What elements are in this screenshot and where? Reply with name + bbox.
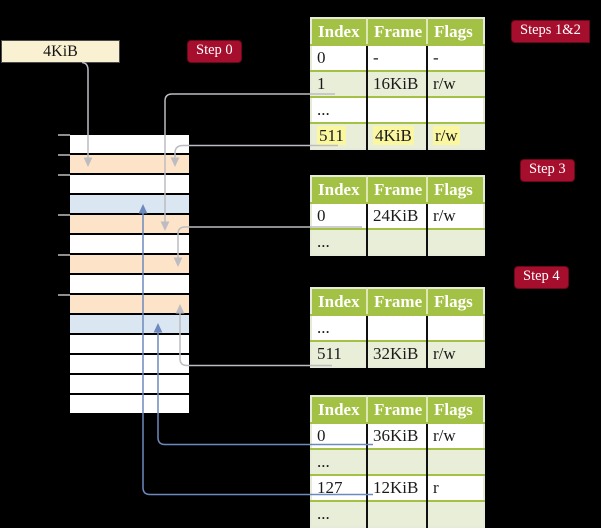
table-cell: ... (311, 314, 368, 341)
column-header-flags: Flags (427, 288, 484, 316)
boundary-tick (58, 254, 70, 256)
table-cell: 0 (311, 44, 368, 71)
table-cell: 32KiB (367, 340, 428, 367)
memory-frame-row (70, 275, 189, 293)
memory-frame-row (70, 175, 189, 193)
table-cell (427, 96, 484, 123)
memory-frame-row (70, 195, 189, 213)
table-cell: 511 (311, 122, 368, 149)
memory-frame-row (70, 375, 189, 393)
memory-frame-row (70, 135, 189, 153)
column-header-index: Index (311, 396, 368, 424)
table-cell: r/w (427, 422, 484, 449)
table-cell (427, 314, 484, 341)
table-row: ... (311, 500, 484, 527)
column-header-flags: Flags (427, 396, 484, 424)
table-cell: 127 (311, 474, 368, 501)
highlighted-value: 511 (317, 126, 346, 145)
column-header-index: Index (311, 176, 368, 204)
memory-frame-row (70, 395, 189, 413)
table-cell: ... (311, 228, 368, 255)
step0-label: Step 0 (187, 40, 242, 63)
column-header-frame: Frame (367, 288, 428, 316)
table-cell (367, 228, 428, 255)
table-cell: r/w (427, 202, 484, 229)
column-header-frame: Frame (367, 176, 428, 204)
table-cell (367, 96, 428, 123)
table-cell: r/w (427, 70, 484, 97)
column-header-index: Index (311, 288, 368, 316)
column-header-index: Index (311, 18, 368, 46)
table-cell (427, 228, 484, 255)
table-cell: 12KiB (367, 474, 428, 501)
table-cell: - (367, 44, 428, 71)
table-cell: ... (311, 500, 368, 527)
column-header-frame: Frame (367, 396, 428, 424)
boundary-tick (58, 294, 70, 296)
table-cell: 0 (311, 422, 368, 449)
page-size-label: 4KiB (43, 42, 78, 60)
table-cell (427, 448, 484, 475)
boundary-tick (58, 134, 70, 136)
table-cell (427, 500, 484, 527)
boundary-tick (58, 214, 70, 216)
highlighted-value: r/w (433, 126, 460, 145)
table-cell: 16KiB (367, 70, 428, 97)
table-cell: ... (311, 96, 368, 123)
table-cell (367, 314, 428, 341)
table-cell: r/w (427, 340, 484, 367)
memory-frame-row (70, 215, 189, 233)
table-cell: 4KiB (367, 122, 428, 149)
table-row: ... (311, 448, 484, 475)
table-row: 0-- (311, 44, 484, 71)
memory-frame-row (70, 295, 189, 313)
table-cell (367, 500, 428, 527)
memory-frame-row (70, 335, 189, 353)
table-cell: - (427, 44, 484, 71)
column-header-frame: Frame (367, 18, 428, 46)
memory-frame-row (70, 355, 189, 373)
table-cell: r/w (427, 122, 484, 149)
table-cell (367, 448, 428, 475)
table-row: ... (311, 228, 484, 255)
memory-frame-row (70, 235, 189, 253)
table-cell: ... (311, 448, 368, 475)
memory-frames-stack (70, 135, 189, 417)
table-cell: r (427, 474, 484, 501)
boundary-tick (58, 174, 70, 176)
table-row: ... (311, 96, 484, 123)
memory-frame-row (70, 315, 189, 333)
table-cell: 36KiB (367, 422, 428, 449)
table-row: 511 4KiB r/w (311, 122, 484, 149)
boundary-tick (58, 154, 70, 156)
steps-1-2-label: Steps 1&2 (511, 20, 590, 43)
table-cell: 1 (311, 70, 368, 97)
column-header-flags: Flags (427, 176, 484, 204)
table-cell: 24KiB (367, 202, 428, 229)
page-size-box: 4KiB (1, 40, 120, 63)
table-row: ... (311, 314, 484, 341)
column-header-flags: Flags (427, 18, 484, 46)
table-cell: 0 (311, 202, 368, 229)
memory-frame-row (70, 155, 189, 173)
highlighted-value: 4KiB (373, 126, 414, 145)
memory-frame-row (70, 255, 189, 273)
table-cell: 511 (311, 340, 368, 367)
step3-label: Step 3 (520, 159, 575, 182)
step4-label: Step 4 (514, 266, 569, 289)
